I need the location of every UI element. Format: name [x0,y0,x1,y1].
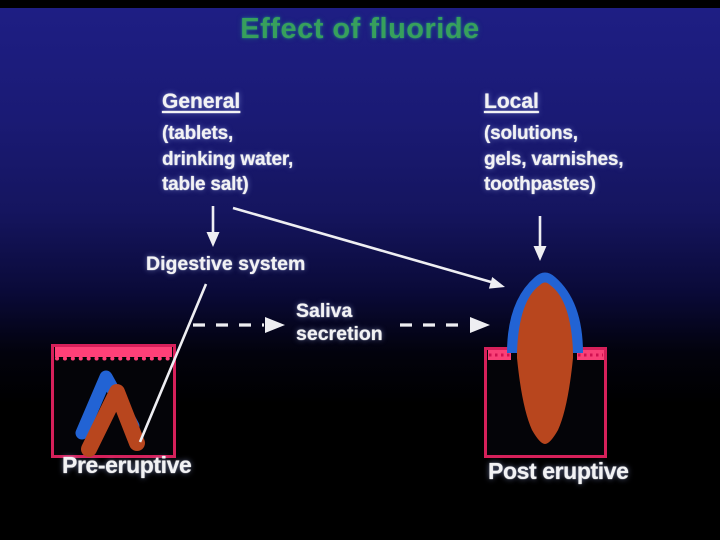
general-line-1: (tablets, [162,123,234,144]
slide-title: Effect of fluoride [240,13,480,45]
pre-eruptive-label: Pre-eruptive [62,452,192,478]
local-line-3: toothpastes) [484,174,596,195]
dashed-arrow-saliva-to-tooth-head [470,317,490,333]
local-section: Local (solutions, gels, varnishes, tooth… [484,90,624,198]
arrow-general-to-post-eruptive-shaft [232,206,492,284]
general-line-3: table salt) [162,174,249,195]
post-eruptive-dentin [517,282,573,444]
line-digestive-to-pre-eruptive [138,283,208,443]
local-heading: Local [484,90,539,113]
local-line-2: gels, varnishes, [484,148,624,170]
arrow-general-to-digestive-head [206,232,220,247]
pre-eruptive-dentin [81,384,145,457]
local-line-1: (solutions, [484,123,578,144]
arrow-general-to-post-eruptive-head [488,277,505,289]
saliva-line-1: Saliva [296,300,353,322]
dashed-arrow-to-saliva-head [265,317,285,333]
digestive-system-label: Digestive system [146,253,306,275]
general-section: General (tablets, drinking water, table … [162,90,293,198]
post-eruptive-label: Post eruptive [488,458,629,484]
pre-eruptive-gum-band [55,347,172,357]
general-heading: General [162,90,241,113]
post-eruptive-gum-left [488,350,511,360]
saliva-secretion-label: Saliva secretion [296,300,383,345]
arrow-local-to-tooth-head [533,246,547,261]
general-line-2: drinking water, [162,148,294,170]
saliva-line-2: secretion [296,322,383,345]
